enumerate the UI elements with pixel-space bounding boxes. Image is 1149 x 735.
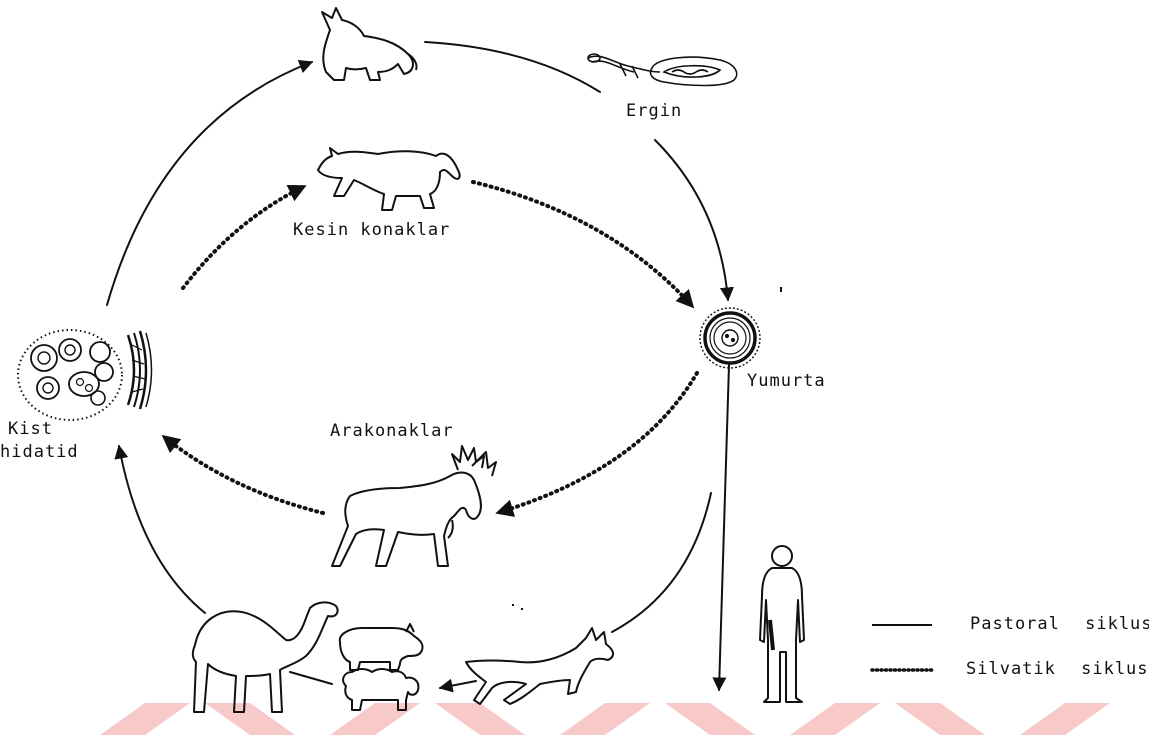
tapeworm-icon [588, 54, 737, 86]
label-intermediate-hosts: Arakonaklar [330, 421, 454, 441]
arrow-camel-to-cyst [119, 446, 205, 613]
line-egg-to-running-dog [612, 493, 711, 632]
line-sheep-to-camel [290, 672, 332, 684]
label-egg: Yumurta [747, 371, 826, 391]
arrow-adult-to-egg [655, 140, 728, 300]
dotted-arrow-cyst-to-wolf [183, 186, 305, 288]
label-definitive-hosts: Kesin konaklar [293, 220, 450, 240]
human-icon [760, 546, 804, 702]
legend-pastoral: Pastoral siklus [970, 614, 1149, 634]
dotted-arrow-wolf-to-egg [473, 182, 693, 307]
dotted-arrow-egg-to-moose [497, 373, 697, 513]
legend-sylvatic: Silvatik siklus [966, 659, 1149, 679]
label-cyst-line1: Kist [8, 419, 53, 439]
scan-specks [512, 287, 782, 610]
egg-icon [700, 308, 760, 368]
wolf-icon [318, 148, 460, 210]
hydatid-cyst-icon [18, 330, 152, 420]
line-dog-to-adult [425, 42, 600, 92]
arrow-dog-to-sheep [440, 681, 476, 688]
pig-icon [340, 624, 423, 670]
sheep-icon [343, 669, 418, 710]
label-adult: Ergin [626, 101, 682, 121]
moose-icon [332, 446, 496, 566]
arrow-cyst-to-dog [107, 62, 312, 305]
arrow-egg-to-human [719, 365, 729, 690]
camel-icon [193, 602, 338, 712]
running-dog-icon [466, 628, 613, 704]
dotted-arrow-moose-to-cyst [163, 436, 323, 513]
label-cyst-line2: hidatid [0, 442, 79, 462]
dog-icon [322, 8, 417, 80]
